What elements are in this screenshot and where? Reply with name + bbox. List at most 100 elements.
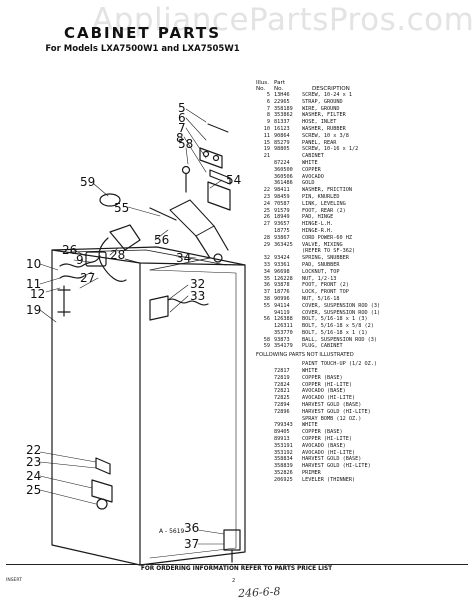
part-no: [274, 416, 302, 423]
description: LOCKNUT, TOP: [302, 268, 340, 275]
illus-no: [256, 456, 274, 463]
description: AVOCADO: [302, 173, 324, 180]
illus-no: [256, 167, 274, 174]
description: HINGE-L.H.: [302, 221, 334, 228]
description: WHITE: [302, 368, 318, 375]
table-row: 799343 WHITE: [256, 422, 471, 429]
part-no: 206925: [274, 476, 293, 483]
callout-labels: 5 6 7 8 58 54 59 55 56 26 28 9 27 10 11 …: [26, 101, 241, 551]
part-no: 85279: [274, 139, 290, 146]
illus-no: [256, 416, 274, 423]
illus-no: 15: [263, 139, 270, 146]
handwritten-note: 246-6-8: [237, 584, 281, 600]
part-no: 89405: [274, 429, 290, 436]
illus-no: [256, 382, 274, 389]
part-no: 126311: [274, 323, 293, 330]
illus-no: 37: [263, 289, 270, 296]
illus-no: [256, 228, 274, 235]
description: WHITE: [302, 422, 318, 429]
description: WHITE: [302, 159, 318, 166]
description: HOSE, INLET: [302, 119, 337, 126]
illus-no: 34: [263, 268, 270, 275]
part-no: 363425: [274, 241, 293, 248]
callout-6: 6: [178, 111, 186, 125]
callout-11: 11: [26, 277, 41, 291]
description: LOCK, FRONT TOP: [302, 289, 349, 296]
description: HARVEST GOLD (BASE): [302, 456, 362, 463]
description: AVOCADO (HI-LITE): [302, 449, 356, 456]
parts-list-header: Illus. Part No. No. DESCRIPTION: [256, 80, 471, 92]
part-no: 18776: [274, 289, 290, 296]
callout-24: 24: [26, 469, 41, 483]
illus-no: [256, 422, 274, 429]
rear-foot: [96, 498, 108, 510]
header-part: Part: [274, 80, 286, 86]
header-part-no: No.: [274, 86, 284, 92]
callout-33: 33: [190, 289, 205, 303]
part-no: 353191: [274, 442, 293, 449]
power-cord: [98, 237, 127, 282]
illus-no: [256, 463, 274, 470]
part-no: 72896: [274, 408, 290, 415]
callout-59: 59: [80, 175, 95, 189]
callout-9: 9: [76, 253, 84, 267]
callout-56: 56: [154, 233, 169, 247]
description: SPRING, SNUBBER: [302, 255, 349, 262]
illus-no: 23: [263, 193, 270, 200]
illus-no: 38: [263, 295, 270, 302]
description: SPRAY BOMB (12 OZ.): [302, 415, 362, 422]
illus-no: 27: [263, 221, 270, 228]
front-foot: [223, 529, 241, 551]
callout-58: 58: [178, 137, 193, 151]
illus-no: 21: [263, 153, 270, 160]
figure-code: A - 5619: [159, 528, 185, 535]
callout-36: 36: [184, 521, 199, 535]
snubber-pad: [149, 295, 169, 321]
part-no: 98459: [274, 193, 290, 200]
part-no: 13H46: [274, 92, 290, 98]
footer-divider: [6, 564, 468, 565]
illus-no: 22: [263, 187, 270, 194]
illus-no: [256, 470, 274, 477]
description: WASHER, RUBBER: [302, 125, 346, 132]
illus-no: 28: [263, 234, 270, 241]
part-no: 94119: [274, 309, 290, 316]
page-number: 2: [232, 578, 236, 584]
callout-22: 22: [26, 443, 41, 457]
callout-25: 25: [26, 483, 41, 497]
description: (REFER TO SF-362): [302, 248, 356, 255]
description: HARVEST GOLD (HI-LITE): [302, 463, 371, 470]
part-no: 799343: [274, 422, 293, 429]
illus-no: 58: [263, 336, 270, 343]
callout-7: 7: [178, 121, 186, 135]
description: AVOCADO (BASE): [302, 388, 346, 395]
description: NUT, 5/16-18: [302, 295, 340, 302]
description: STRAP, GROUND: [302, 98, 343, 105]
part-no: 72819: [274, 374, 290, 381]
callout-26: 26: [62, 243, 77, 257]
suspension-rod-cover: [169, 199, 215, 237]
header-description: DESCRIPTION: [312, 86, 350, 92]
ground-strap: [199, 147, 223, 169]
part-no: [274, 153, 302, 160]
